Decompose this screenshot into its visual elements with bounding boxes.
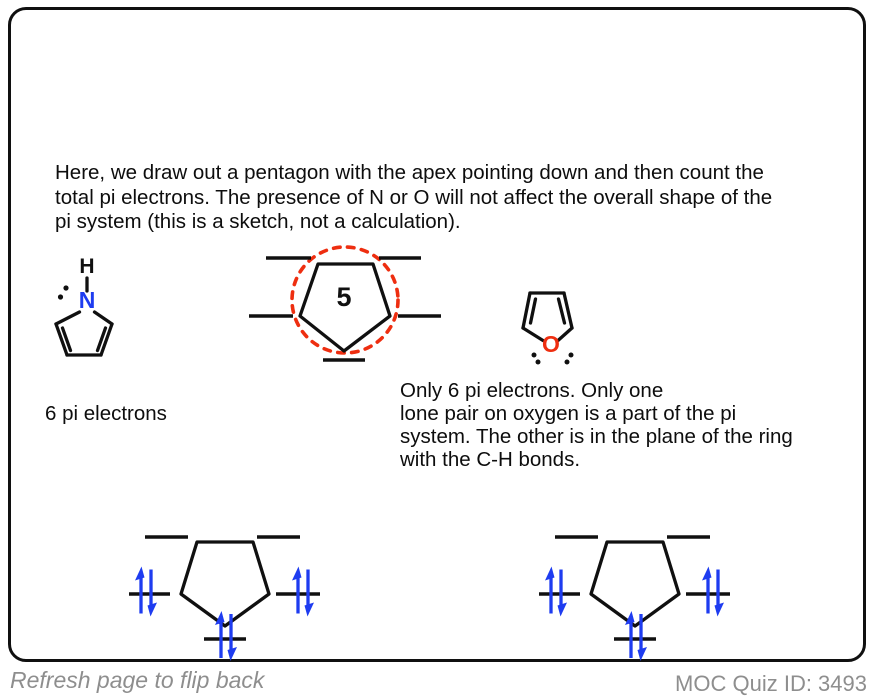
double-bond-inner [95,326,108,353]
pi-count-diagram: 5 [249,245,441,362]
mo-diagram-right [523,513,738,663]
quiz-card: Here, we draw out a pentagon with the ap… [8,7,866,662]
lone-pair-dot [535,359,541,365]
lone-pair-dot [564,359,570,365]
lone-pair-dot [57,294,64,300]
intro-line: total pi electrons. The presence of N or… [55,185,773,209]
lone-pair-dot [568,352,574,358]
highlight-circle [290,245,400,355]
double-bond-inner [556,297,567,325]
lone-pair-dot [531,352,537,358]
furan-note-line: system. The other is in the plane of the… [400,425,793,448]
pyrrole-ring-bonds [54,310,114,357]
furan-note-line: with the C-H bonds. [400,448,581,471]
pi-count-label: 5 [336,282,351,312]
intro-line: pi system (this is a sketch, not a calcu… [55,210,461,233]
energy-level-lines [249,256,441,362]
furan-o-label: O [542,331,560,357]
intro-line: Here, we draw out a pentagon with the ap… [55,161,764,184]
pyrrole-structure: H N [54,255,114,357]
furan-structure: O [521,291,574,365]
pyrrole-caption: 6 pi electrons [45,402,167,425]
furan-note-line: Only 6 pi electrons. Only one [400,379,664,402]
pyrrole-h-label: H [79,255,94,278]
furan-note: Only 6 pi electrons. Only one lone pair … [400,379,793,471]
pentagon [298,262,392,353]
mo-diagram-left [113,513,328,663]
quiz-id: MOC Quiz ID: 3493 [675,671,867,696]
double-bond-inner [528,297,538,325]
furan-note-line: lone pair on oxygen is a part of the pi [400,402,737,425]
intro-text: Here, we draw out a pentagon with the ap… [55,161,772,235]
lone-pair-dot [63,285,69,291]
double-bond-inner [60,326,73,353]
furan-ring-bonds [521,291,574,343]
flip-hint: Refresh page to flip back [10,667,265,693]
pyrrole-n-label: N [79,287,96,313]
